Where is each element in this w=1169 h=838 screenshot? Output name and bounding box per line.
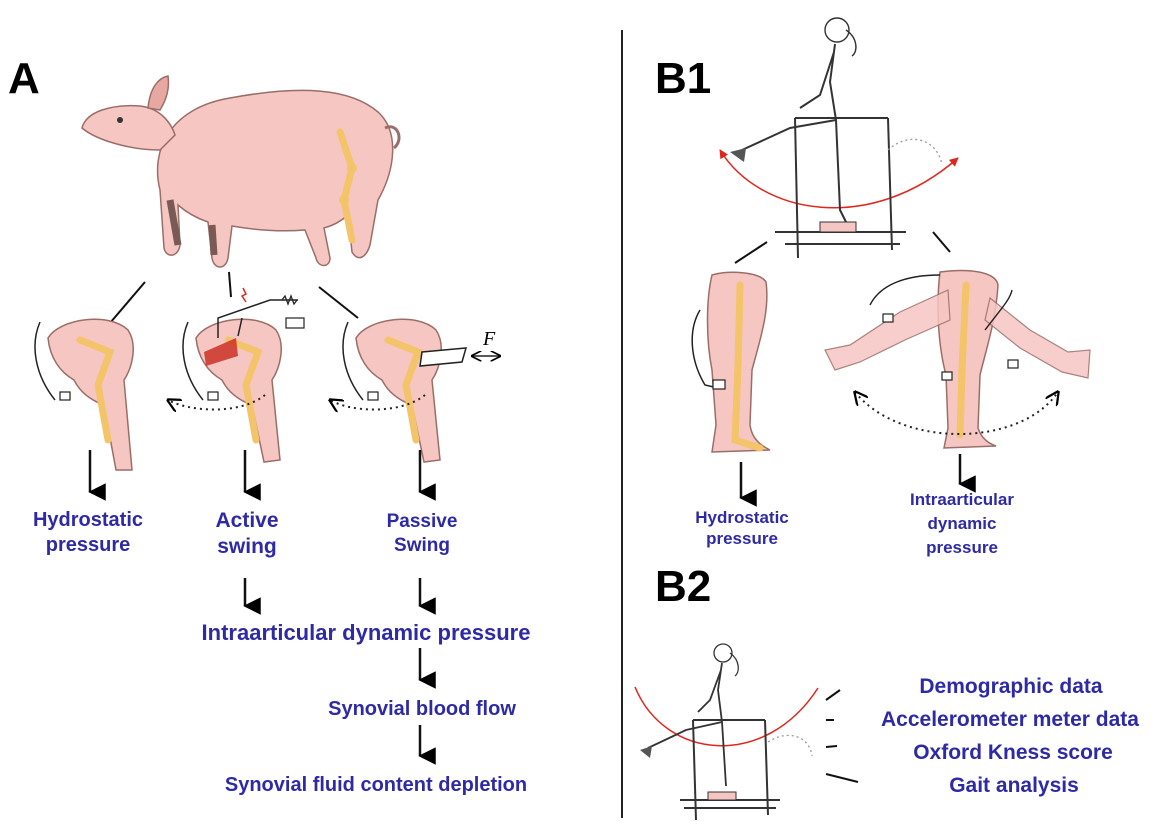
label-b1-intraarticular-dynamic-pressure: Intraarticular dynamic pressure: [910, 488, 1014, 559]
girl-on-swing-frame-icon: [635, 644, 818, 820]
label-hydrostatic-pressure: Hydrostatic pressure: [33, 508, 143, 558]
pig-illustration: [82, 76, 399, 267]
force-label: F: [482, 328, 496, 350]
pig-hindlimb-icon: [35, 319, 133, 470]
connector-line: [110, 282, 145, 323]
label-synovial-blood-flow: Synovial blood flow: [328, 697, 516, 722]
b2-item-oxford-knee-score: Oxford Kness score: [913, 740, 1113, 766]
b2-item-demographic-data: Demographic data: [919, 674, 1102, 700]
pig-hindlimb-icon: [168, 288, 304, 462]
human-leg-icon: [692, 272, 770, 452]
label-intraarticular-dynamic-pressure: Intraarticular dynamic pressure: [202, 619, 531, 647]
connector-line: [319, 287, 358, 318]
connector-line: [826, 746, 837, 747]
connector-line: [229, 272, 231, 297]
b2-item-accelerometer-data: Accelerometer meter data: [881, 707, 1139, 733]
girl-on-swing-frame-icon: [720, 18, 958, 258]
label-active-swing: Active swing: [215, 508, 278, 561]
b2-item-gait-analysis: Gait analysis: [949, 773, 1079, 799]
label-passive-swing: Passive Swing: [387, 510, 458, 558]
connector-line: [826, 690, 840, 700]
connector-line: [735, 242, 767, 263]
pig-hindlimb-icon: [330, 319, 500, 462]
connector-line: [933, 232, 950, 252]
panel-label-a: A: [8, 54, 40, 104]
label-synovial-fluid-depletion: Synovial fluid content depletion: [225, 773, 527, 798]
label-b1-hydrostatic-pressure: Hydrostatic pressure: [695, 507, 789, 550]
connector-line: [826, 774, 858, 782]
panel-label-b1: B1: [655, 54, 711, 104]
panel-label-b2: B2: [655, 562, 711, 612]
human-leg-icon: [825, 271, 1090, 448]
